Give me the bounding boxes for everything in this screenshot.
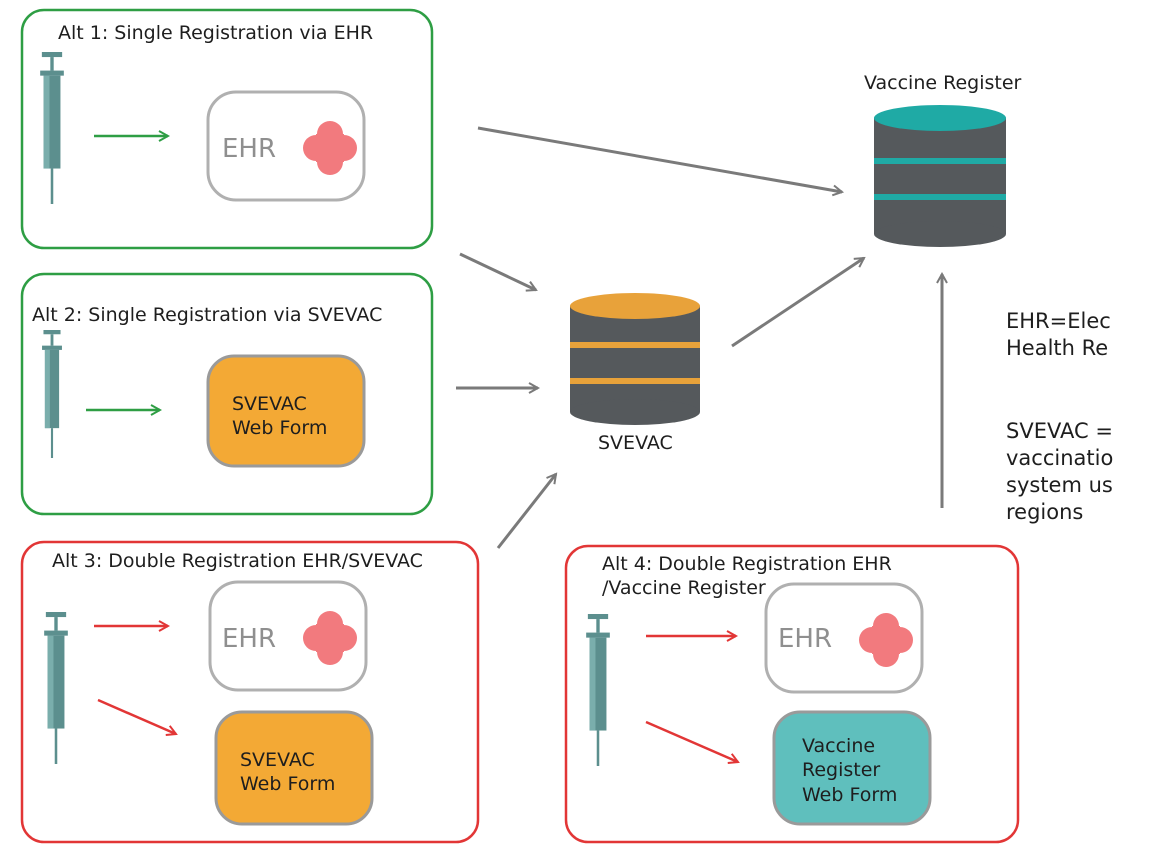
alt3-ehr-system: EHR xyxy=(208,580,368,692)
legend-line: system us xyxy=(1006,472,1113,497)
svevac-legend: SVEVAC = vaccinatio system us regions xyxy=(1006,418,1126,526)
form-line: Vaccine xyxy=(802,735,876,757)
svevac-to-vaccine-register-arrow xyxy=(731,256,864,348)
form-line: SVEVAC xyxy=(240,749,315,771)
alt3-form-text: SVEVAC Web Form xyxy=(240,748,335,797)
legend-line: Health Re xyxy=(1006,335,1109,360)
alt4-syringe-to-form-arrow xyxy=(645,720,738,762)
vaccine-register-database-icon xyxy=(874,105,1006,247)
alt3-box xyxy=(20,540,480,844)
ehr-label: EHR xyxy=(222,624,276,654)
alt4-title: Alt 4: Double Registration EHR /Vaccine … xyxy=(602,553,892,600)
alt4-ehr-system: EHR xyxy=(764,582,924,694)
alt1-box xyxy=(20,8,434,250)
alt4-box xyxy=(564,544,1020,844)
syringe-icon xyxy=(44,612,68,764)
alt2-title: Alt 2: Single Registration via SVEVAC xyxy=(32,304,383,326)
syringe-icon xyxy=(42,330,62,458)
alt3-syringe-to-form-arrow xyxy=(97,698,176,734)
form-line: Register xyxy=(802,759,881,782)
alt3-svevac-form xyxy=(214,710,374,826)
legend-line: vaccinatio xyxy=(1006,445,1114,470)
alt2-box xyxy=(20,272,434,516)
alt4-vaccine-form xyxy=(772,710,932,826)
legend-line: regions xyxy=(1006,499,1084,524)
form-line: Web Form xyxy=(232,417,328,440)
syringe-icon xyxy=(586,614,610,766)
legend-line: EHR=Elec xyxy=(1006,309,1111,333)
alt3-to-svevac-arrow xyxy=(496,474,556,549)
alt1-ehr-system: EHR xyxy=(206,90,366,202)
ehr-label: EHR xyxy=(222,134,276,164)
alt4-form-text: Vaccine Register Web Form xyxy=(802,734,897,807)
ehr-label: EHR xyxy=(778,624,832,654)
svevac-database-label: SVEVAC xyxy=(598,432,673,454)
alt1-title: Alt 1: Single Registration via EHR xyxy=(58,22,374,44)
alt2-form-text: SVEVAC Web Form xyxy=(232,392,327,441)
alt1-to-svevac-arrow xyxy=(459,252,536,290)
form-line: SVEVAC xyxy=(232,393,307,415)
legend-line: SVEVAC = xyxy=(1006,419,1113,443)
ehr-legend: EHR=Elec Health Re xyxy=(1006,308,1126,362)
svevac-database-icon xyxy=(570,293,700,425)
form-line: Web Form xyxy=(802,783,898,806)
alt1-to-vaccine-register-arrow xyxy=(477,126,842,192)
alt3-title: Alt 3: Double Registration EHR/SVEVAC xyxy=(52,550,423,572)
form-line: Web Form xyxy=(240,773,336,796)
alt2-svevac-form xyxy=(206,354,366,468)
vaccine-register-label: Vaccine Register xyxy=(864,72,1022,94)
syringe-icon xyxy=(40,52,64,204)
